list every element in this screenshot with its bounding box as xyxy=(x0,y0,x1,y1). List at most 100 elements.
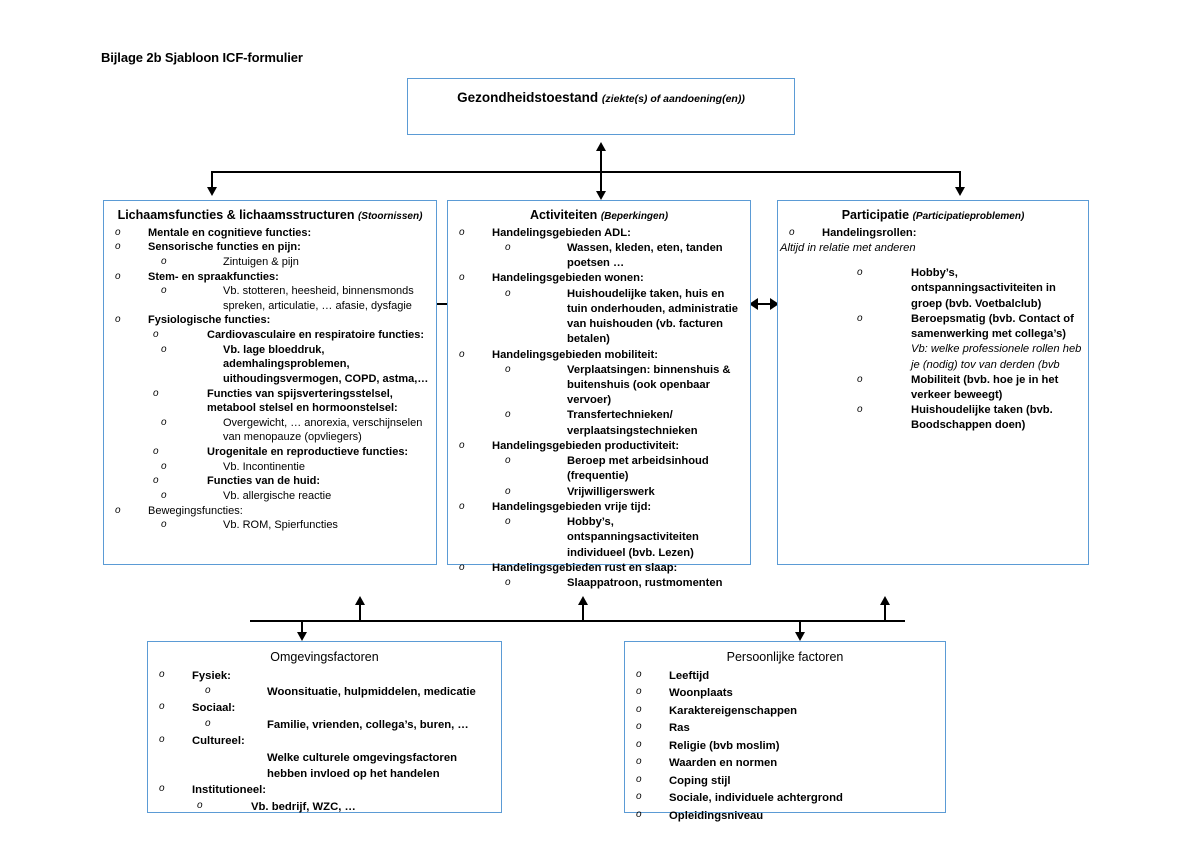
list-item-label: Vrijwilligerswerk xyxy=(567,485,655,498)
participation-box: Participatie (Participatieproblemen) o H… xyxy=(777,200,1089,565)
list-item-label: Sociale, individuele achtergrond xyxy=(669,792,843,805)
list-item-label: Religie (bvb moslim) xyxy=(669,739,780,752)
participation-title-main: Participatie xyxy=(841,208,910,222)
personal-factors-title: Persoonlijke factoren xyxy=(726,650,844,664)
bullet-marker: o xyxy=(505,577,511,589)
bullet-marker: o xyxy=(505,287,511,299)
list-item-label: Verplaatsingen: binnenshuis & buitenshui… xyxy=(567,363,731,407)
bullet-marker: o xyxy=(459,226,465,238)
list-item-label: Vb. stotteren, heesheid, binnensmonds sp… xyxy=(223,285,414,312)
bullet-marker: o xyxy=(197,799,203,811)
list-item: o Verplaatsingen: binnenshuis & buitenshu… xyxy=(450,363,744,409)
list-item: Altijd in relatie met anderen xyxy=(780,241,1082,256)
list-item-label: Fysiologische functies: xyxy=(148,314,271,327)
list-item-label: Handelingsgebieden vrije tijd: xyxy=(492,500,652,513)
bullet-marker: o xyxy=(115,504,121,516)
list-item-label: Handelingsgebieden mobiliteit: xyxy=(492,348,658,361)
list-item: o Bewegingsfuncties: xyxy=(106,504,430,519)
bullet-marker: o xyxy=(505,363,511,375)
health-condition-title-main: Gezondheidstoestand xyxy=(457,90,599,105)
bullet-marker: o xyxy=(153,329,159,340)
list-item-label: Bewegingsfuncties: xyxy=(148,504,243,517)
participation-lead-list: o Handelingsrollen: Altijd in relatie me… xyxy=(780,226,1082,256)
list-item-note: Vb: welke professionele rollen heb je (n… xyxy=(911,343,1082,371)
list-item-label: Cardiovasculaire en respiratoire functie… xyxy=(207,329,425,341)
bullet-marker: o xyxy=(636,756,642,768)
list-item-label: Opleidingsniveau xyxy=(669,809,764,822)
bullet-marker: o xyxy=(115,314,121,326)
bullet-marker: o xyxy=(636,703,642,715)
bullet-marker: o xyxy=(153,475,159,487)
activities-subtitle: (Beperkingen) xyxy=(600,211,669,222)
list-item-label: Slaappatroon, rustmomenten xyxy=(567,577,723,590)
bullet-marker: o xyxy=(636,738,642,750)
list-item-label: Mobiliteit (bvb. hoe je in het verkeer b… xyxy=(911,373,1059,401)
list-item-label: Transfertechnieken/ verplaatsingstechnie… xyxy=(567,409,698,437)
bullet-marker: o xyxy=(505,409,511,421)
list-item-label: Huishoudelijke taken, huis en tuin onder… xyxy=(567,287,738,346)
bullet-marker: o xyxy=(161,519,167,531)
bullet-marker: o xyxy=(459,561,465,573)
list-item-label: Vb. ROM, Spierfuncties xyxy=(223,519,338,532)
participation-lead-label: Handelingsrollen: xyxy=(822,226,917,239)
list-item-label: Handelingsgebieden productiviteit: xyxy=(492,439,680,452)
list-item: o Cardiovasculaire en respiratoire functi… xyxy=(106,328,430,343)
list-item: o Ras xyxy=(627,720,939,738)
list-item: o Cultureel: xyxy=(150,733,495,749)
list-item-label: Overgewicht, … anorexia, verschijnselen … xyxy=(223,416,423,444)
list-item: o Fysiologische functies: xyxy=(106,313,430,328)
list-item: o Slaappatroon, rustmomenten xyxy=(450,576,744,591)
list-item-label: Zintuigen & pijn xyxy=(223,255,299,268)
list-item-label: Vb. Incontinentie xyxy=(223,460,305,473)
participation-lead-note: Altijd in relatie met anderen xyxy=(780,241,916,254)
bullet-marker: o xyxy=(159,734,165,746)
list-item: o Handelingsrollen: xyxy=(780,226,1082,241)
list-item-label: Sociaal: xyxy=(192,702,236,715)
bullet-marker: o xyxy=(161,416,167,428)
list-item-label: Institutioneel: xyxy=(192,784,267,797)
list-item-label: Vb. bedrijf, WZC, … xyxy=(251,800,356,813)
list-item: o Vb. ROM, Spierfuncties xyxy=(106,518,430,533)
bullet-marker: o xyxy=(161,460,167,472)
list-item-label: Beroepsmatig (bvb. Contact of samenwerki… xyxy=(911,312,1082,373)
bullet-marker: o xyxy=(636,721,642,733)
bullet-marker: o xyxy=(636,773,642,785)
list-item-label: Cultureel: xyxy=(192,735,245,748)
bullet-marker: o xyxy=(161,343,167,355)
list-item: o Coping stijl xyxy=(627,773,939,791)
bullet-marker: o xyxy=(153,446,159,457)
bullet-marker: o xyxy=(636,668,642,680)
bullet-marker: o xyxy=(159,668,165,680)
environmental-factors-title: Omgevingsfactoren xyxy=(270,650,379,664)
list-item-label: Ras xyxy=(669,722,690,735)
list-item-label: Coping stijl xyxy=(669,774,731,787)
bullet-marker: o xyxy=(205,717,211,729)
bullet-marker: o xyxy=(159,783,165,795)
bullet-marker: o xyxy=(205,685,211,696)
bullet-marker: o xyxy=(505,455,511,467)
